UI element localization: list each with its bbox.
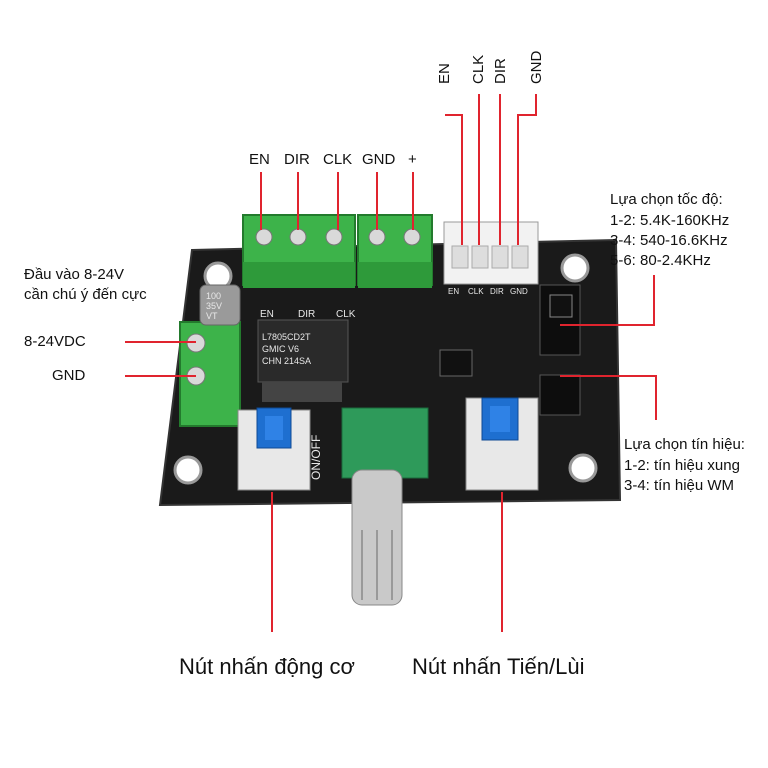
svg-text:100: 100 (206, 291, 221, 301)
terminal-label-plus: + (408, 151, 417, 168)
svg-text:CHN 214SA: CHN 214SA (262, 356, 311, 366)
pin-label-en: EN (436, 63, 453, 84)
direction-button-label: Nút nhấn Tiến/Lùi (412, 654, 585, 679)
terminal-label-clk: CLK (323, 151, 353, 168)
mount-hole (560, 253, 590, 283)
svg-text:VT: VT (206, 311, 218, 321)
potentiometer-body (341, 407, 429, 479)
jumper-signal (539, 374, 581, 416)
gnd-label: GND (52, 367, 86, 384)
terminal-screw (325, 228, 343, 246)
terminal-screw (368, 228, 386, 246)
ic-chip (439, 349, 473, 377)
voltage-regulator (257, 319, 349, 383)
speed-select-line: 1-2: 5.4K-160KHz (610, 212, 730, 229)
terminal-screw (289, 228, 307, 246)
mount-hole (568, 453, 598, 483)
svg-text:ON/OFF: ON/OFF (309, 435, 323, 480)
signal-select-line: 1-2: tín hiệu xung (624, 457, 740, 474)
speed-select-line: 3-4: 540-16.6KHz (610, 232, 728, 249)
svg-text:35V: 35V (206, 301, 222, 311)
silk-clk: CLK (336, 309, 356, 320)
capacitor (199, 284, 241, 326)
silk-en: EN (260, 309, 274, 320)
svg-text:DIR: DIR (490, 287, 504, 296)
motor-button-label: Nút nhấn động cơ (179, 654, 355, 679)
signal-select-line: 3-4: tín hiệu WM (624, 477, 735, 494)
svg-text:GMIC V6: GMIC V6 (262, 344, 299, 354)
terminal-label-dir: DIR (284, 151, 310, 168)
pin-label-clk: CLK (470, 54, 487, 84)
input-note-line1: Đầu vào 8-24V (24, 266, 125, 283)
terminal-label-gnd: GND (362, 151, 396, 168)
svg-text:GND: GND (510, 287, 528, 296)
speed-select-line: 5-6: 80-2.4KHz (610, 252, 711, 269)
terminal-label-en: EN (249, 151, 270, 168)
mount-hole (173, 455, 203, 485)
terminal-screw (255, 228, 273, 246)
pin-label-gnd: GND (528, 50, 545, 84)
signal-select-title: Lựa chọn tín hiệu: (624, 436, 745, 453)
input-note-line2: cần chú ý đến cực (24, 286, 147, 303)
svg-text:CLK: CLK (468, 287, 484, 296)
pin-label-dir: DIR (492, 58, 509, 84)
svg-text:L7805CD2T: L7805CD2T (262, 332, 311, 342)
vdc-label: 8-24VDC (24, 333, 86, 350)
speed-select-title: Lựa chọn tốc độ: (610, 191, 723, 208)
terminal-screw (403, 228, 421, 246)
svg-text:EN: EN (448, 287, 459, 296)
pointer-lines (125, 94, 657, 632)
silk-dir: DIR (298, 309, 315, 320)
